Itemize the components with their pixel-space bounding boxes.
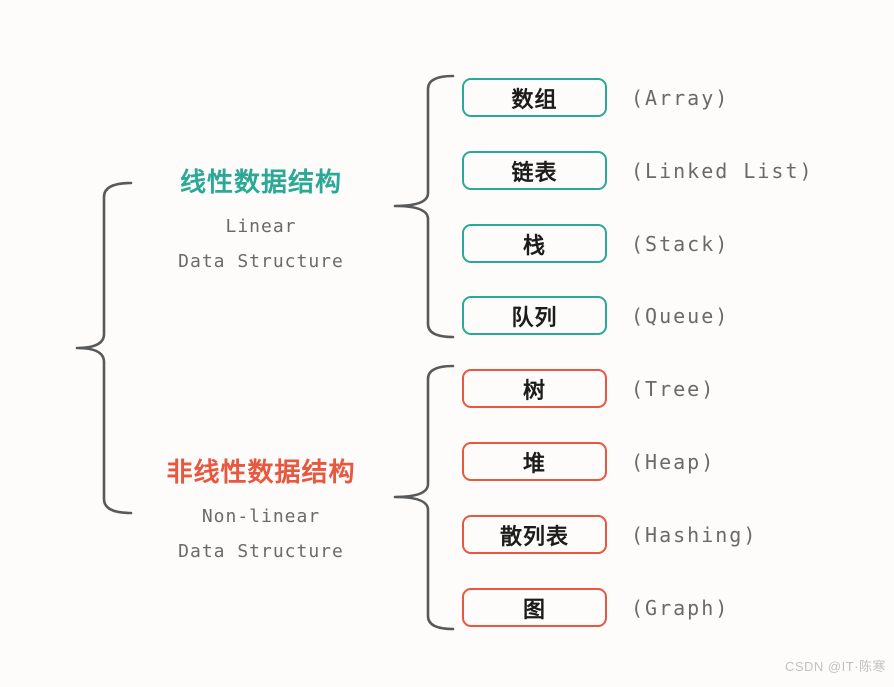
node-label-en: (Graph) — [631, 595, 730, 620]
node-label-en: (Array) — [631, 85, 730, 110]
csdn-watermark: CSDN @IT·陈寒 — [784, 659, 886, 674]
row-queue: 队列 (Queue) — [462, 296, 729, 335]
brace-nonlinear-group — [393, 364, 455, 631]
node-label-zh: 散列表 — [499, 523, 569, 549]
node-box-graph: 图 — [462, 588, 607, 627]
node-label-en: (Stack) — [631, 231, 730, 256]
nonlinear-group-label: 非线性数据结构 Non-linear Data Structure — [131, 452, 391, 569]
row-hashing: 散列表 (Hashing) — [462, 515, 757, 554]
node-label-zh: 图 — [522, 596, 546, 622]
node-label-en: (Linked List) — [631, 158, 814, 183]
nonlinear-group-subtitle-line1: Non-linear — [201, 506, 321, 527]
linear-group-label: 线性数据结构 Linear Data Structure — [131, 162, 391, 279]
linear-group-title: 线性数据结构 — [179, 167, 342, 197]
node-box-heap: 堆 — [462, 442, 607, 481]
nonlinear-group-title: 非线性数据结构 — [166, 457, 356, 487]
node-label-en: (Tree) — [631, 376, 716, 401]
node-label-en: (Queue) — [631, 303, 730, 328]
brace-all-categories — [75, 181, 133, 515]
node-label-zh: 树 — [522, 377, 546, 403]
row-stack: 栈 (Stack) — [462, 224, 729, 263]
node-label-zh: 队列 — [511, 304, 558, 330]
node-label-en: (Heap) — [631, 449, 716, 474]
node-box-stack: 栈 — [462, 224, 607, 263]
row-graph: 图 (Graph) — [462, 588, 729, 627]
row-linked-list: 链表 (Linked List) — [462, 151, 814, 190]
node-box-hashing: 散列表 — [462, 515, 607, 554]
brace-linear-group — [393, 74, 455, 339]
node-label-zh: 栈 — [522, 232, 546, 258]
node-label-en: (Hashing) — [631, 522, 758, 547]
node-box-queue: 队列 — [462, 296, 607, 335]
linear-group-subtitle-line2: Data Structure — [178, 251, 344, 272]
row-array: 数组 (Array) — [462, 78, 729, 117]
node-box-array: 数组 — [462, 78, 607, 117]
node-box-tree: 树 — [462, 369, 607, 408]
node-label-zh: 堆 — [522, 450, 546, 476]
linear-group-subtitle-line1: Linear — [225, 216, 297, 237]
node-label-zh: 数组 — [511, 86, 558, 112]
row-heap: 堆 (Heap) — [462, 442, 715, 481]
nonlinear-group-subtitle-line2: Data Structure — [178, 541, 344, 562]
node-label-zh: 链表 — [511, 159, 558, 185]
node-box-linked-list: 链表 — [462, 151, 607, 190]
row-tree: 树 (Tree) — [462, 369, 715, 408]
